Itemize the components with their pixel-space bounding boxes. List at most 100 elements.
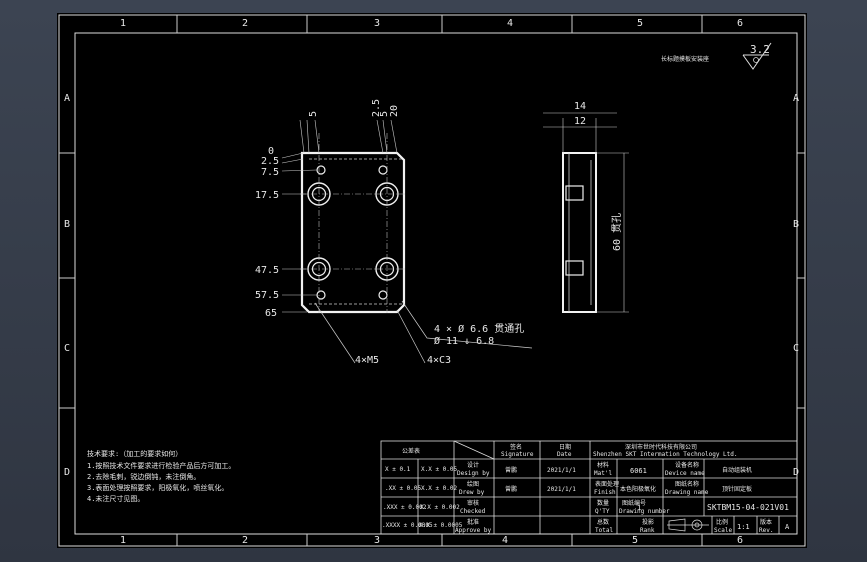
signature-value: 曾鹏 xyxy=(505,466,517,474)
svg-text:3.2: 3.2 xyxy=(750,43,770,56)
tol-cell: X.X ± 0.02 xyxy=(421,485,458,492)
finish-label-en: Finish xyxy=(594,489,616,496)
drawing-number-label-cn: 图纸编号 xyxy=(622,499,646,507)
row-letter: D xyxy=(64,467,70,478)
finish-value: 本色阳极氧化 xyxy=(620,485,656,493)
role-cn: 绘图 xyxy=(467,480,479,488)
drawing-name-label-en: Drawing name xyxy=(665,489,709,496)
side-view xyxy=(543,112,629,313)
role-en: Approve by xyxy=(455,527,492,534)
date-header-en: Date xyxy=(557,451,572,458)
note-line: 1.按照技术文件要求进行检验产品后方可加工。 xyxy=(87,461,235,470)
rank-label-cn: 投影 xyxy=(642,518,654,526)
drawing-number-value: SKTBM15-04-021V01 xyxy=(707,503,789,512)
role-cn: 审核 xyxy=(467,499,479,507)
front-view xyxy=(281,119,406,314)
drawing-number-label-en: Drawing number xyxy=(619,508,670,515)
col-number: 1 xyxy=(120,18,126,29)
drawing-title: 长标题摸板安装座 xyxy=(661,55,709,63)
scale-label-en: Scale xyxy=(714,527,732,534)
company-name-cn: 深圳市世时代科技有限公司 xyxy=(625,443,697,451)
material-label-cn: 材料 xyxy=(597,461,609,469)
col-number: 2 xyxy=(242,535,248,546)
tol-cell: X.X ± 0.0005 xyxy=(419,522,463,529)
rev-label-cn: 版本 xyxy=(760,518,772,526)
finish-label-cn: 表面处理 xyxy=(595,480,619,488)
role-cn: 设计 xyxy=(467,461,479,469)
roughness-symbol: 3.2 xyxy=(742,42,772,70)
role-en: Checked xyxy=(460,508,486,515)
material-value: 6061 xyxy=(630,467,647,475)
date-value: 2021/1/1 xyxy=(547,486,576,493)
dim-label: 7.5 xyxy=(261,167,279,178)
dim-label: 65 xyxy=(265,308,277,319)
material-label-en: Mat'l xyxy=(594,470,612,477)
dim-label: 20 xyxy=(389,105,400,117)
dim-label: 0 xyxy=(268,146,274,157)
scale-label-cn: 比例 xyxy=(716,518,728,526)
row-letter: C xyxy=(793,343,799,354)
col-number: 4 xyxy=(507,18,513,29)
dim-label: 2.5 xyxy=(371,99,382,117)
signature-header-cn: 签名 xyxy=(510,443,522,451)
dim-label: 5 xyxy=(308,111,319,117)
notes-heading: 技术要求:（加工的要求如何） xyxy=(87,449,182,458)
cad-drawing: 1 2 3 4 5 6 1 2 3 4 5 6 A B C D A B C D … xyxy=(58,14,806,547)
scale-value: 1:1 xyxy=(737,523,750,531)
chamfer-callout: 4×C3 xyxy=(427,355,451,366)
tol-cell: .XX ± 0.05 xyxy=(385,485,422,492)
note-line: 2.去除毛刺，锐边倒钝，未注倒角。 xyxy=(87,472,200,481)
col-number: 5 xyxy=(637,18,643,29)
tol-cell: X.X ± 0.05 xyxy=(421,466,458,473)
tol-cell: .XXX ± 0.002 xyxy=(383,504,427,511)
outer-frame xyxy=(58,14,806,547)
side-dim-label: 14 xyxy=(574,101,586,112)
dim-label: 17.5 xyxy=(255,190,279,201)
role-en: Drew by xyxy=(459,489,485,496)
thread-callout: 4×M5 xyxy=(355,355,379,366)
tolerance-header: 公差表 xyxy=(402,447,420,455)
callout-leaders xyxy=(314,300,533,364)
title-block-grid xyxy=(380,440,798,535)
rev-value: A xyxy=(785,523,790,531)
col-number: 5 xyxy=(632,535,638,546)
company-name-en: Shenzhen SKT Intermation Technology Ltd. xyxy=(593,451,738,458)
drawing-name-label-cn: 图纸名称 xyxy=(675,480,699,488)
row-letter: C xyxy=(64,343,70,354)
col-number: 6 xyxy=(737,18,743,29)
row-letter: B xyxy=(64,219,70,230)
zone-ticks xyxy=(59,15,805,546)
col-number: 1 xyxy=(120,535,126,546)
dim-label: 57.5 xyxy=(255,290,279,301)
row-letter: D xyxy=(793,467,799,478)
device-name-value: 自动组装机 xyxy=(722,466,752,474)
drawing-sheet: 1 2 3 4 5 6 1 2 3 4 5 6 A B C D A B C D … xyxy=(57,13,807,548)
qty-label-cn: 数量 xyxy=(597,499,609,507)
col-number: 3 xyxy=(374,535,380,546)
side-dim-label: 12 xyxy=(574,116,586,127)
qty-value: 1 xyxy=(637,504,641,512)
col-number: 4 xyxy=(502,535,508,546)
row-letter: A xyxy=(64,93,70,104)
rank-label-en: Rank xyxy=(640,527,655,534)
dim-label: 2.5 xyxy=(261,156,279,167)
date-header-cn: 日期 xyxy=(559,443,571,451)
rev-label-en: Rev. xyxy=(759,527,773,534)
signature-header-en: Signature xyxy=(501,451,534,458)
qty-label-en: Q'TY xyxy=(595,508,610,515)
note-line: 3.表面处理按照要求，阳极氧化，喷丝氧化。 xyxy=(87,483,228,492)
col-number: 2 xyxy=(242,18,248,29)
holes-callout-depth: Ø 11 ⇓ 6.8 xyxy=(434,335,494,347)
row-letter: A xyxy=(793,93,799,104)
row-letter: B xyxy=(793,219,799,230)
side-height-label: 60 贯孔 xyxy=(611,213,623,251)
col-number: 6 xyxy=(737,535,743,546)
col-number: 3 xyxy=(374,18,380,29)
dim-label: 5 xyxy=(379,111,390,117)
drawing-name-value: 顶针固定板 xyxy=(722,485,752,493)
total-label-en: Total xyxy=(595,527,613,534)
signature-value: 曾鹏 xyxy=(505,485,517,493)
role-en: Design by xyxy=(457,470,490,477)
projection-symbol-icon xyxy=(667,518,709,532)
holes-callout: 4 × Ø 6.6 贯通孔 xyxy=(434,323,524,335)
